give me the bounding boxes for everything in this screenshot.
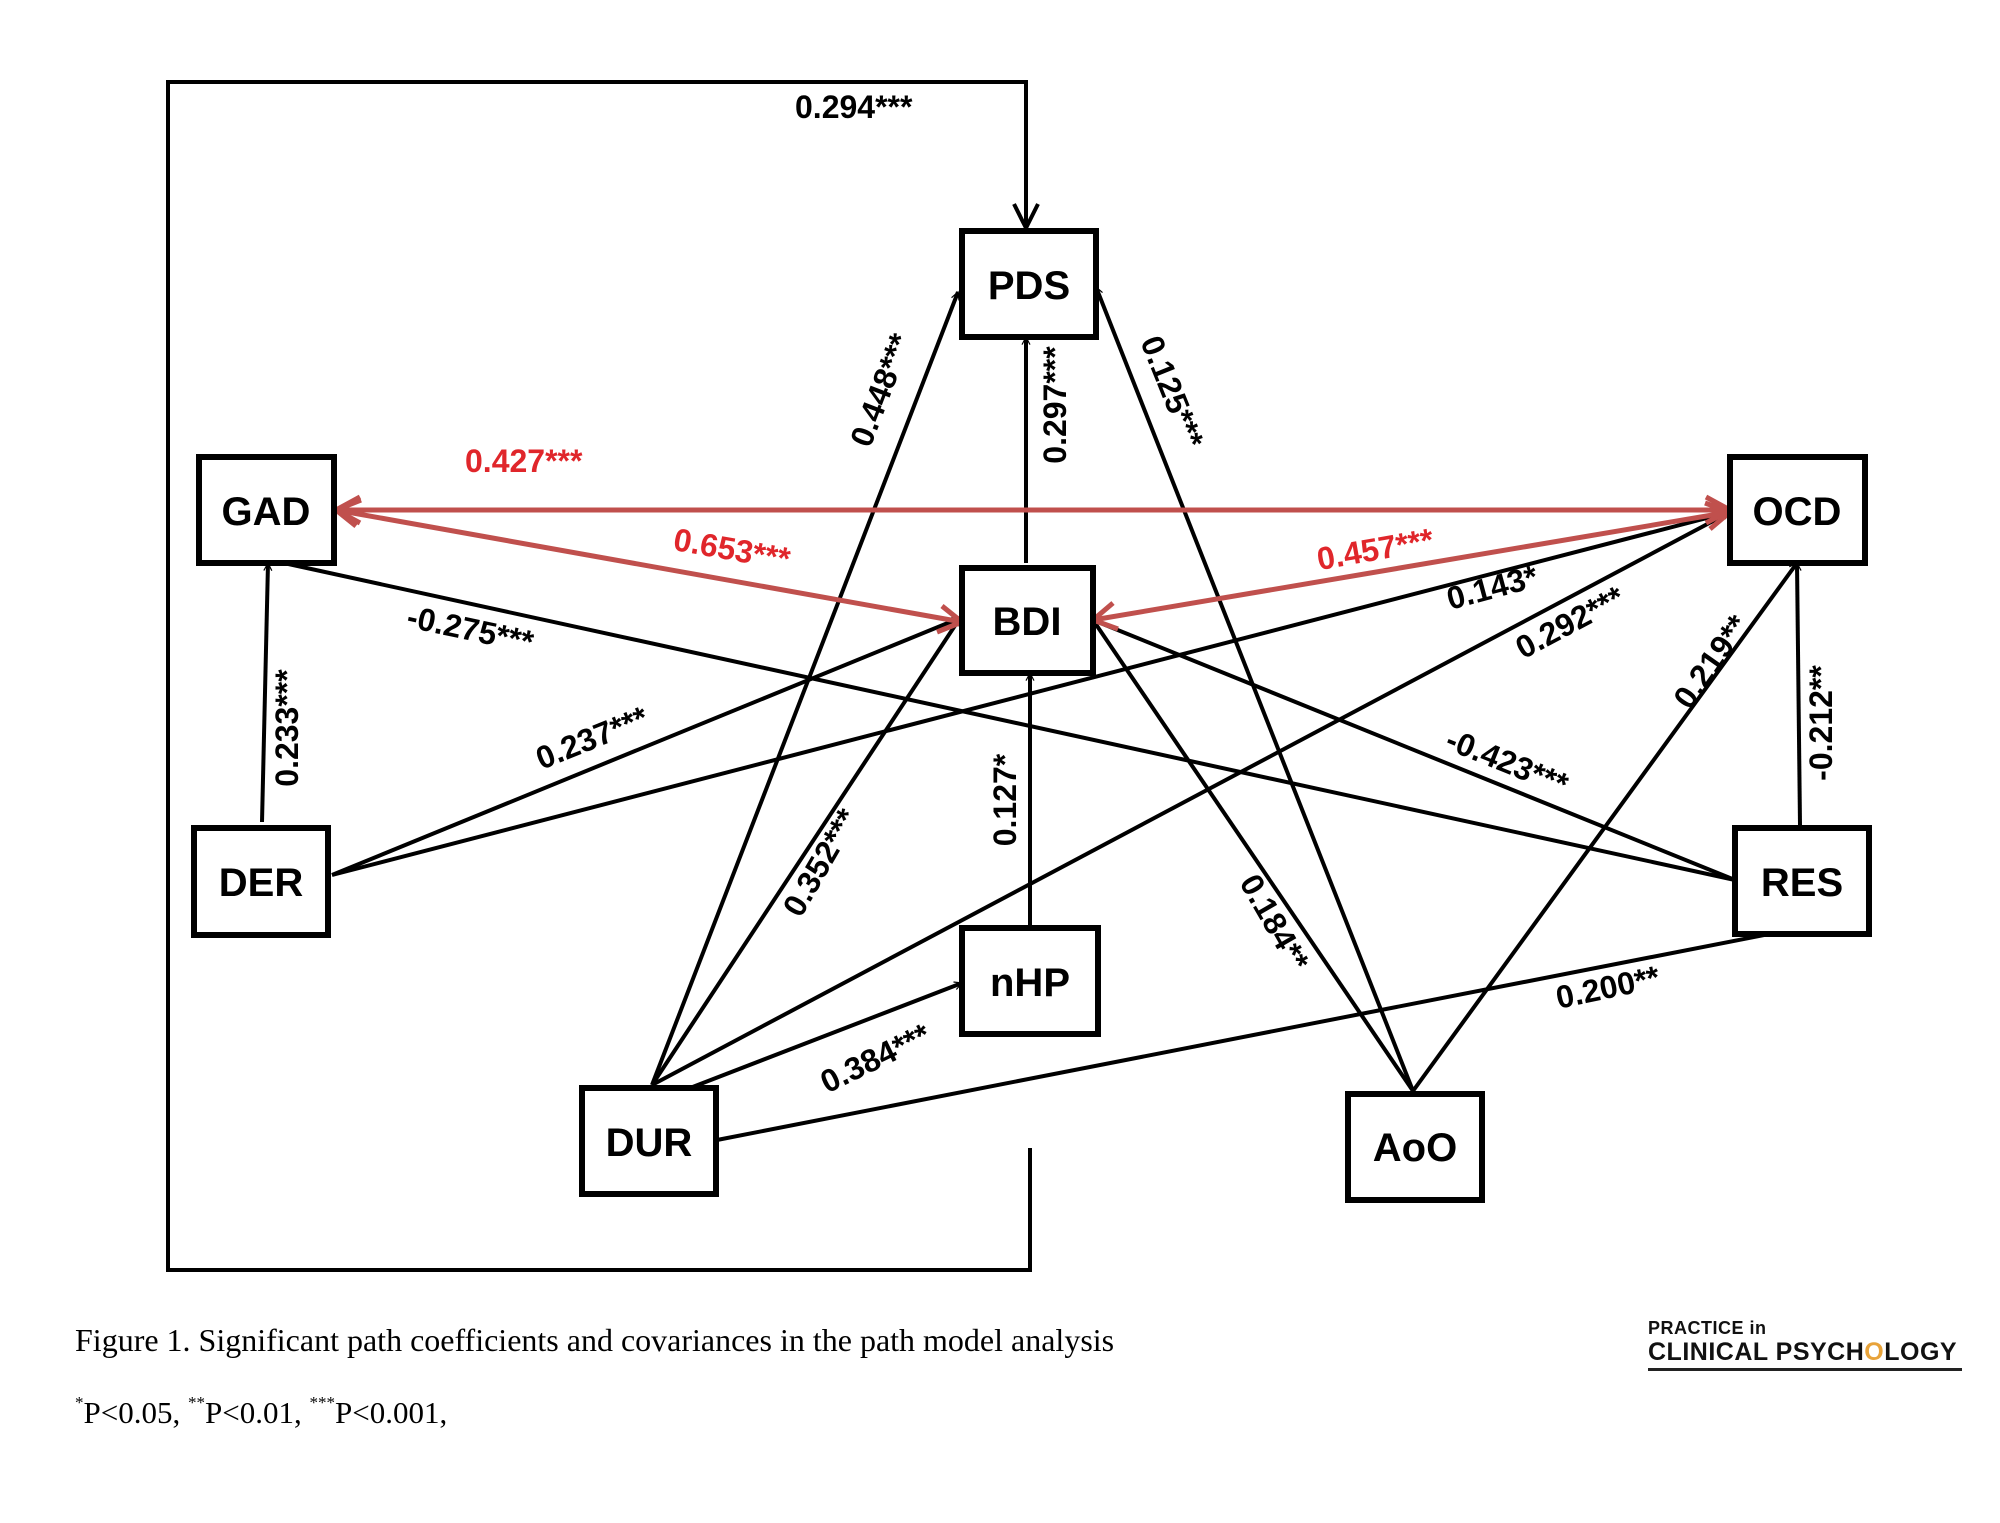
edge-dur-bdi (650, 616, 962, 1087)
coef-dur-pds-loop: 0.294*** (795, 89, 913, 125)
footnote-p001: P<0.001, (334, 1395, 448, 1430)
footnote-p01: P<0.01, (204, 1395, 310, 1430)
cov-ocd-bdi (1092, 509, 1731, 623)
coef-aoo-pds: 0.125*** (1134, 331, 1212, 454)
node-pds-label: PDS (988, 264, 1070, 308)
footnote-marker-3: *** (309, 1393, 335, 1412)
coef-dur-pds: 0.448*** (843, 328, 919, 451)
footnote-marker-1: * (75, 1393, 84, 1412)
coef-aoo-ocd: 0.219** (1666, 608, 1756, 715)
coef-ocd-bdi: 0.457*** (1314, 521, 1436, 577)
node-ocd-label: OCD (1753, 490, 1842, 534)
node-res: RES (1732, 825, 1872, 937)
edge-der-gad (260, 561, 273, 823)
edge-aoo-pds (1094, 285, 1415, 1092)
footnote-marker-2: ** (187, 1393, 205, 1412)
cov-gad-bdi (335, 507, 963, 625)
node-res-label: RES (1761, 861, 1843, 905)
journal-logo-part-a: CLINICAL PSYCH (1648, 1338, 1865, 1366)
node-gad: GAD (196, 454, 337, 566)
node-bdi-label: BDI (993, 600, 1062, 644)
node-aoo: AoO (1345, 1091, 1485, 1203)
edges (166, 80, 1802, 1272)
journal-logo-o: O (1864, 1338, 1885, 1366)
nodes: PDS GAD OCD BDI DER RES nHP DUR (191, 228, 1872, 1203)
edge-dur-res (716, 924, 1802, 1142)
footnote-p05: P<0.05, (83, 1395, 188, 1430)
arrowhead-dur-pds-loop-b (1024, 203, 1040, 229)
edge-res-gad (268, 557, 1736, 882)
edge-dur-pds-loop (166, 80, 1032, 1272)
node-pds: PDS (959, 228, 1099, 340)
edge-aoo-bdi (1091, 618, 1415, 1093)
journal-logo-top: PRACTICE in (1648, 1318, 1767, 1338)
edge-der-bdi (331, 616, 962, 877)
edge-dur-nhp (689, 981, 964, 1090)
node-dur-label: DUR (606, 1121, 693, 1165)
significance-footnote: *P<0.05, **P<0.01, ***P<0.001, (75, 1393, 448, 1431)
edge-dur-pds (650, 290, 960, 1086)
node-gad-label: GAD (222, 490, 311, 534)
coef-dur-nhp: 0.384*** (815, 1016, 937, 1100)
coef-der-gad: 0.233*** (269, 669, 305, 787)
coef-der-ocd: 0.143* (1443, 558, 1542, 617)
figure-caption: Figure 1. Significant path coefficients … (75, 1322, 1115, 1358)
coef-bdi-pds: 0.297*** (1037, 346, 1073, 464)
coef-nhp-bdi: 0.127* (987, 753, 1023, 846)
coef-res-gad: -0.275*** (404, 598, 537, 660)
node-der: DER (191, 825, 331, 938)
coef-dur-bdi: 0.352*** (776, 802, 866, 922)
coef-der-bdi: 0.237*** (531, 699, 654, 777)
coef-res-ocd: -0.212** (1803, 665, 1839, 781)
edge-dur-ocd (651, 510, 1732, 1087)
coef-gad-ocd: 0.427*** (465, 443, 583, 479)
node-der-label: DER (219, 861, 304, 905)
journal-logo-part-b: LOGY (1884, 1338, 1958, 1366)
coef-res-bdi: -0.423*** (1441, 721, 1574, 803)
node-nhp-label: nHP (990, 961, 1070, 1005)
node-bdi: BDI (959, 565, 1096, 676)
node-nhp: nHP (959, 925, 1101, 1037)
edge-res-bdi (1091, 618, 1736, 882)
arrowhead-dur-pds-loop (1012, 203, 1028, 229)
coef-gad-bdi: 0.653*** (671, 521, 793, 577)
node-ocd: OCD (1727, 454, 1868, 566)
edge-res-ocd (1792, 561, 1802, 826)
node-aoo-label: AoO (1373, 1126, 1457, 1170)
node-dur: DUR (579, 1085, 719, 1197)
journal-logo: PRACTICE in CLINICAL PSYCHOLOGY (1648, 1318, 1962, 1371)
journal-logo-bottom: CLINICAL PSYCHOLOGY (1648, 1338, 1962, 1371)
